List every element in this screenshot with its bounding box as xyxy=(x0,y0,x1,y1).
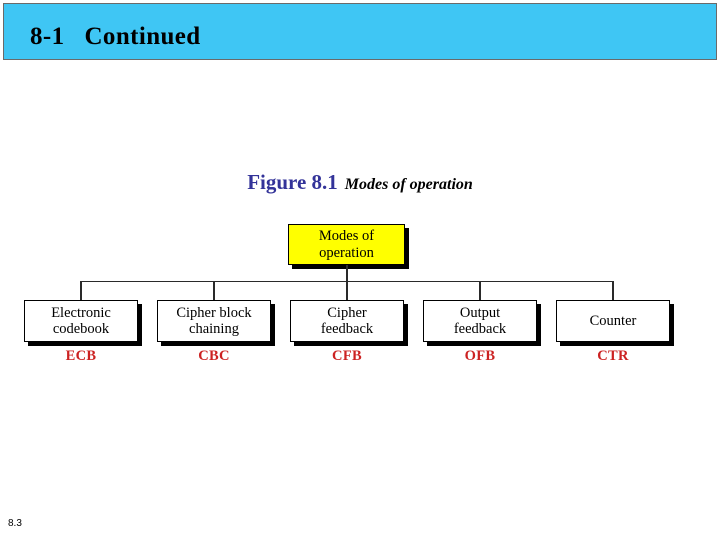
connector-drop-cfb xyxy=(346,281,348,300)
tree-node-cipher-block-chaining: Cipher block chaining xyxy=(157,300,271,342)
acronym-cfb: CFB xyxy=(332,348,362,364)
tree-node-counter: Counter xyxy=(556,300,670,342)
tree-node-label: Cipher block chaining xyxy=(176,304,252,337)
connector-drop-ofb xyxy=(479,281,481,300)
tree-node-label: Output feedback xyxy=(453,304,507,337)
figure-caption: Figure 8.1 Modes of operation xyxy=(0,170,720,195)
figure-number: Figure 8.1 xyxy=(247,170,338,194)
connector-drop-ctr xyxy=(612,281,614,300)
tree-node-label: Electronic codebook xyxy=(51,304,111,337)
acronym-cbc: CBC xyxy=(198,348,230,364)
connector-root-stem xyxy=(346,265,348,282)
tree-node-label: Modes of operation xyxy=(318,228,375,261)
tree-node-cipher-feedback: Cipher feedback xyxy=(290,300,404,342)
tree-node-label: Counter xyxy=(589,312,637,329)
slide-number: 8.3 xyxy=(8,518,22,529)
connector-drop-cbc xyxy=(213,281,215,300)
connector-drop-ecb xyxy=(80,281,82,300)
figure-title: Modes of operation xyxy=(344,176,473,193)
acronym-ecb: ECB xyxy=(65,348,97,364)
acronym-ctr: CTR xyxy=(597,348,629,364)
tree-node-output-feedback: Output feedback xyxy=(423,300,537,342)
acronym-ofb: OFB xyxy=(464,348,496,364)
tree-node-modes-of-operation: Modes of operation xyxy=(288,224,405,265)
tree-node-electronic-codebook: Electronic codebook xyxy=(24,300,138,342)
tree-node-label: Cipher feedback xyxy=(320,304,374,337)
slide-title-banner: 8-1 Continued xyxy=(3,3,717,60)
page-title: 8-1 Continued xyxy=(30,23,201,50)
